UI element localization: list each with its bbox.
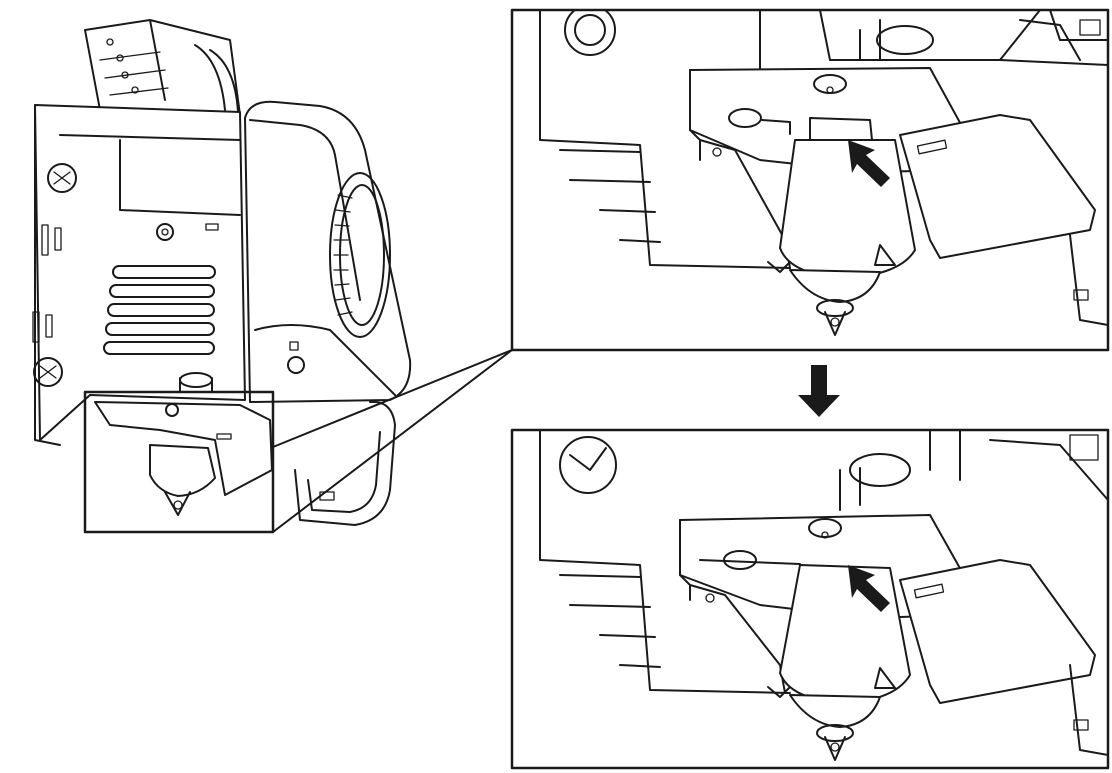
- hotend-overview: [94, 372, 273, 516]
- highlight-box: [83, 390, 275, 534]
- detail-before-frame: [510, 8, 1110, 352]
- detail-before: [510, 8, 1110, 352]
- detail-after-frame: [510, 428, 1110, 770]
- lower-bracket: [294, 400, 396, 526]
- detail-after: [510, 428, 1110, 770]
- housing-body: [32, 104, 246, 446]
- arrow-up-left-icon: [848, 140, 890, 187]
- vent-grille: [103, 265, 216, 355]
- fan-housing: [244, 100, 412, 403]
- arrow-up-left-icon: [848, 565, 890, 612]
- arrow-down-icon: [798, 365, 840, 417]
- callout-lines: [272, 349, 513, 533]
- cable-bracket: [84, 19, 241, 116]
- printhead-overview: [32, 19, 412, 534]
